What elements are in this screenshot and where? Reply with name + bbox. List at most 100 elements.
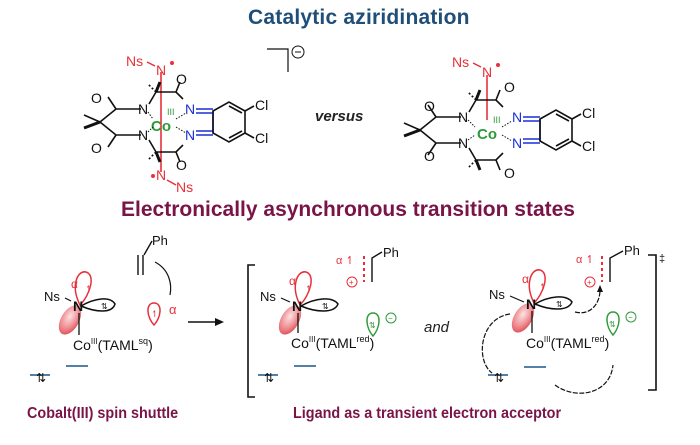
- n-top-label: N: [482, 64, 492, 80]
- n-top-label: N: [156, 62, 166, 78]
- alpha-spin-label: α: [71, 277, 78, 291]
- svg-text:⇅: ⇅: [322, 302, 329, 311]
- svg-text:↿: ↿: [539, 282, 547, 292]
- svg-text:+: +: [349, 278, 354, 287]
- subtitle-asynchronous-ts: Electronically asynchronous transition s…: [121, 198, 575, 221]
- cl-label: Cl: [255, 130, 268, 146]
- oxidation-state: III: [167, 107, 175, 117]
- o-label: O: [424, 98, 435, 114]
- left-bracket: [247, 264, 255, 398]
- alpha-radical-orbital: [147, 302, 161, 327]
- n-amide-label: N: [138, 101, 148, 117]
- spin-pair-icon: ⇅: [36, 371, 46, 385]
- paired-orbital: [299, 298, 339, 312]
- o-label: O: [176, 157, 187, 173]
- positive-charge-icon: [346, 276, 358, 288]
- n-imine-label: N: [185, 101, 195, 117]
- ns-top-label: Ns: [452, 54, 469, 70]
- ns-bottom-label: Ns: [176, 179, 193, 195]
- o-label: O: [504, 79, 515, 95]
- alpha-label: α ↿: [576, 254, 595, 266]
- structure-mono-imido-cobalt: Ns N O O O O N N Co III: [403, 54, 595, 181]
- paired-orbital: [533, 296, 573, 310]
- cobalt-label: CoIII(TAMLred): [291, 334, 374, 351]
- filled-orbital-lobe: [58, 305, 82, 335]
- n-imine-label: N: [512, 109, 522, 125]
- radical-dot: [496, 63, 500, 67]
- negative-charge-icon: [385, 312, 397, 324]
- spin-pair-icon: ⇅: [494, 371, 504, 385]
- negative-charge-icon: [291, 45, 305, 59]
- ns-label: Ns: [44, 289, 60, 304]
- radical-dot: [170, 61, 174, 65]
- ph-label: Ph: [383, 245, 399, 260]
- o-label: O: [91, 140, 102, 156]
- caption-cobalt-spin-shuttle: Cobalt(III) spin shuttle: [27, 405, 179, 422]
- spin-pair-icon: ⇅: [264, 371, 274, 385]
- ligand-orbital: [606, 311, 620, 337]
- positive-charge-icon: [584, 276, 596, 288]
- cl-label: Cl: [582, 138, 595, 154]
- n-amide-label: N: [138, 127, 148, 143]
- n-label: N: [73, 298, 83, 314]
- electron-flow-arrow: [481, 313, 511, 374]
- n-imine-label: N: [512, 135, 522, 151]
- alpha-orbital: [528, 269, 546, 305]
- electron-flow-arrow: [574, 289, 601, 314]
- svg-text:+: +: [587, 278, 592, 287]
- cobalt-label: Co: [477, 126, 497, 143]
- n-label: N: [526, 296, 536, 312]
- paired-orbital: [79, 298, 116, 312]
- o-label: O: [504, 165, 515, 181]
- cobalt-label: CoIII(TAMLsq): [73, 336, 153, 353]
- oxidation-state: III: [493, 115, 501, 125]
- right-bracket: [648, 254, 657, 391]
- electron-flow-arrow: [554, 364, 614, 394]
- panel-ts-1: ↿ ⇅ α Ns N CoIII(TAMLred) ⇅ Ph α ↿ + ⇅ −: [247, 245, 399, 398]
- alpha-orbital: [74, 271, 92, 307]
- cobalt-label: CoIII(TAMLred): [526, 334, 609, 351]
- n-label: N: [292, 298, 302, 314]
- o-label: O: [176, 71, 187, 87]
- svg-text:−: −: [628, 313, 633, 322]
- alpha-spin-label: α: [522, 272, 529, 286]
- title-catalytic-aziridination: Catalytic aziridination: [248, 6, 470, 29]
- cl-label: Cl: [255, 97, 268, 113]
- structure-bis-imido-cobalt: Ns N N Ns O O O O N N: [83, 45, 305, 195]
- svg-text:⇅: ⇅: [101, 302, 108, 311]
- n-amide-label: N: [458, 109, 468, 125]
- caption-ligand-electron-acceptor: Ligand as a transient electron acceptor: [293, 405, 562, 422]
- radical-dot: [151, 174, 155, 178]
- svg-text:↿: ↿: [85, 284, 93, 294]
- alpha-spin-label: α: [289, 274, 296, 288]
- alpha-orbital: [294, 271, 312, 307]
- ph-label: Ph: [152, 233, 168, 248]
- ns-top-label: Ns: [126, 53, 143, 69]
- svg-text:⇅: ⇅: [609, 320, 616, 329]
- svg-text:⇅: ⇅: [556, 300, 563, 309]
- negative-charge-icon: [625, 311, 637, 323]
- svg-text:↿: ↿: [151, 309, 159, 319]
- filled-orbital-lobe: [278, 305, 302, 335]
- ligand-orbital: [366, 312, 380, 338]
- ns-label: Ns: [489, 287, 505, 302]
- alpha-label: α: [169, 302, 177, 317]
- interaction-arc: [154, 261, 172, 296]
- svg-text:⇅: ⇅: [369, 321, 376, 330]
- n-bottom-label: N: [156, 167, 166, 183]
- svg-text:↿: ↿: [305, 284, 313, 294]
- versus-label: versus: [315, 108, 364, 125]
- n-imine-label: N: [185, 127, 195, 143]
- transition-state-mark: ‡: [659, 253, 665, 265]
- charge-bracket: [267, 48, 289, 72]
- o-label: O: [424, 148, 435, 164]
- ns-label: Ns: [260, 289, 276, 304]
- filled-orbital-lobe: [511, 303, 535, 333]
- cl-label: Cl: [582, 105, 595, 121]
- alpha-label: α ↿: [336, 255, 355, 267]
- panel-spin-shuttle: ↿ ⇅ α Ns N CoIII(TAMLsq) ⇅ Ph ↿ α: [30, 233, 224, 385]
- ph-label: Ph: [624, 243, 640, 258]
- o-label: O: [91, 90, 102, 106]
- cobalt-label: Co: [151, 118, 171, 135]
